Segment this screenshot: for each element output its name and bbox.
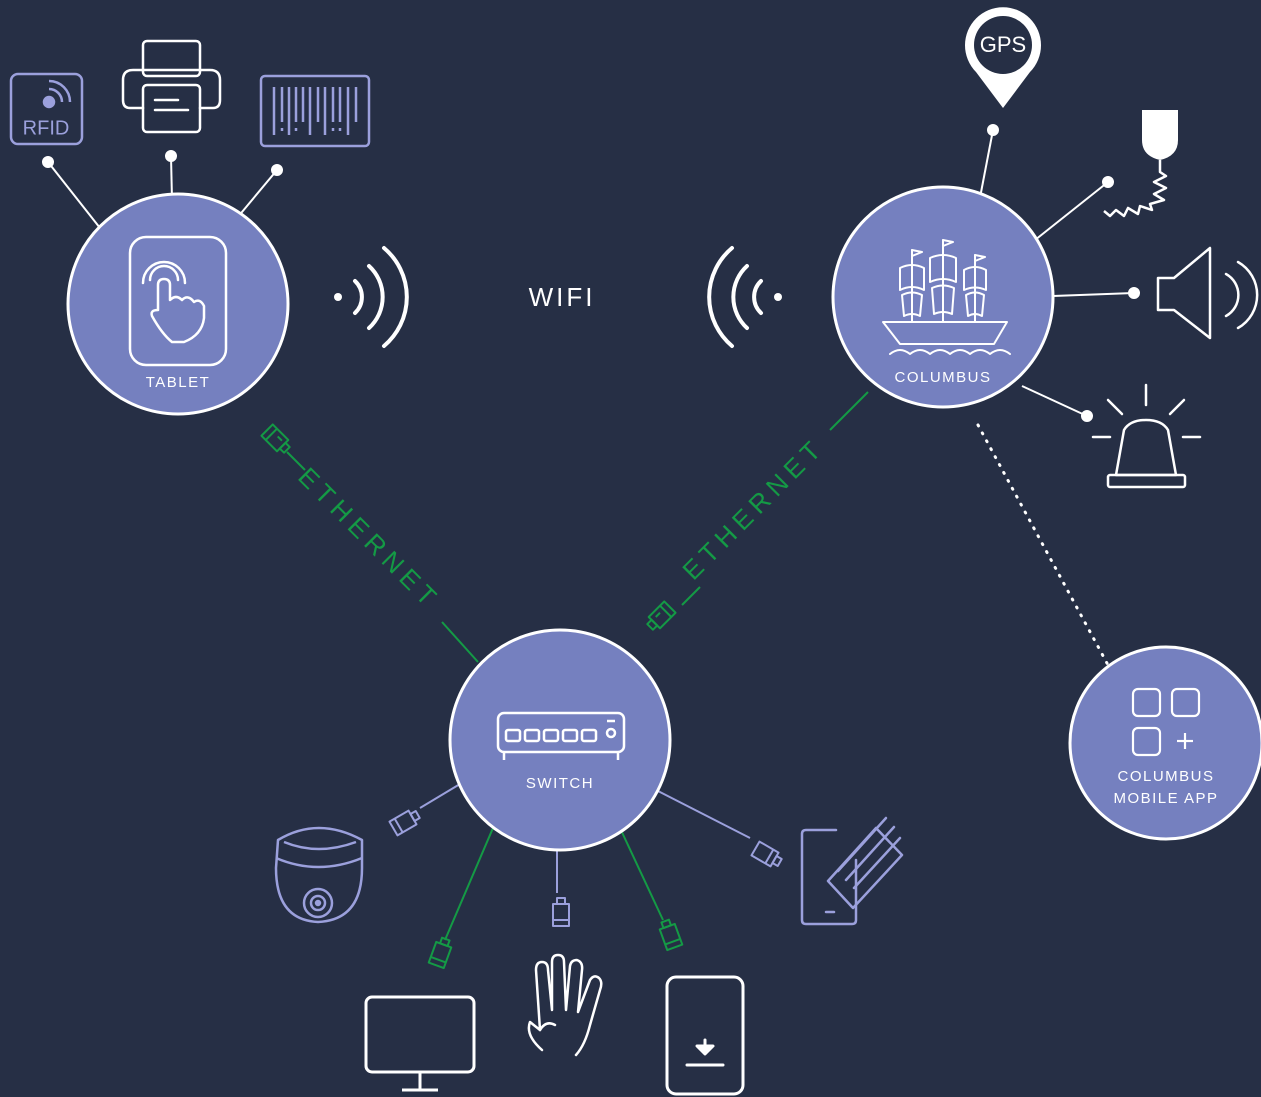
columbus-label: COLUMBUS [894, 369, 991, 386]
link-tablet-printer [170, 155, 173, 201]
link-columbus-speaker [1052, 292, 1135, 297]
link-dot [165, 150, 177, 162]
ethernet-label-right: ETHERNET [676, 431, 830, 585]
link-dot [987, 124, 999, 136]
link-columbus-mobile-app [976, 423, 1110, 667]
eth-right-lower [681, 586, 701, 606]
link-switch-card [655, 789, 751, 839]
link-dot [1102, 176, 1114, 188]
network-switch-icon [496, 711, 626, 760]
switch-label: SWITCH [526, 775, 594, 792]
siren-icon [1091, 383, 1202, 489]
switch-node[interactable]: SWITCH [448, 628, 672, 852]
link-switch-camera [419, 783, 461, 809]
hand-gesture-icon [527, 953, 603, 1057]
eth-switch-phone [619, 827, 664, 921]
switch-purple-links [419, 783, 751, 893]
link-dot [271, 164, 283, 176]
ethernet-plug-icon [750, 840, 783, 868]
wifi-link [334, 246, 782, 348]
eth-connectors [260, 423, 783, 970]
gps-text: GPS [980, 32, 1026, 57]
link-dot [1081, 410, 1093, 422]
microphone-icon [1103, 110, 1178, 218]
ethernet-plug-icon [260, 423, 291, 454]
gps-pin-icon: GPS [964, 7, 1041, 108]
ethernet-plug-icon [658, 918, 684, 952]
wifi-signal-left-icon [707, 246, 782, 348]
link-columbus-microphone [1029, 181, 1109, 245]
ethernet-plug-icon [646, 600, 677, 631]
ethernet-links [286, 391, 869, 941]
link-tablet-barcode [236, 169, 278, 219]
wifi-label: WIFI [529, 282, 596, 312]
speaker-icon [1156, 246, 1259, 340]
link-tablet-rfid [47, 161, 101, 229]
ship-icon [882, 239, 1011, 355]
dome-camera-icon [274, 826, 364, 924]
columbus-node[interactable]: COLUMBUS [831, 185, 1055, 409]
wifi-signal-right-icon [334, 246, 409, 348]
ethernet-plug-icon [552, 897, 570, 927]
link-columbus-siren [1021, 385, 1088, 417]
link-dot [42, 156, 54, 168]
rfid-icon: RFID [9, 72, 84, 146]
mobile-app-label-2: MOBILE APP [1113, 790, 1218, 807]
mobile-app-label-1: COLUMBUS [1117, 768, 1214, 785]
apps-icon [1131, 687, 1201, 757]
mobile-app-node[interactable]: COLUMBUS MOBILE APP [1068, 645, 1261, 841]
ethernet-plug-icon [388, 809, 421, 837]
eth-right-upper [829, 391, 869, 431]
card-payment-icon [800, 816, 904, 926]
eth-left-lower [441, 621, 479, 663]
ethernet-label-left: ETHERNET [292, 461, 446, 615]
eth-switch-monitor [444, 827, 494, 941]
tablet-node[interactable]: TABLET [66, 192, 290, 416]
tablet-peripheral-links [42, 150, 283, 229]
touch-tablet-icon [128, 235, 228, 367]
link-dot [1128, 287, 1140, 299]
barcode-icon [259, 74, 371, 148]
eth-left-upper [286, 451, 306, 471]
rfid-text: RFID [23, 117, 70, 139]
printer-icon [121, 39, 222, 134]
download-phone-icon [665, 975, 745, 1096]
monitor-icon [364, 995, 476, 1092]
ethernet-plug-icon [427, 936, 453, 970]
tablet-label: TABLET [146, 374, 211, 391]
